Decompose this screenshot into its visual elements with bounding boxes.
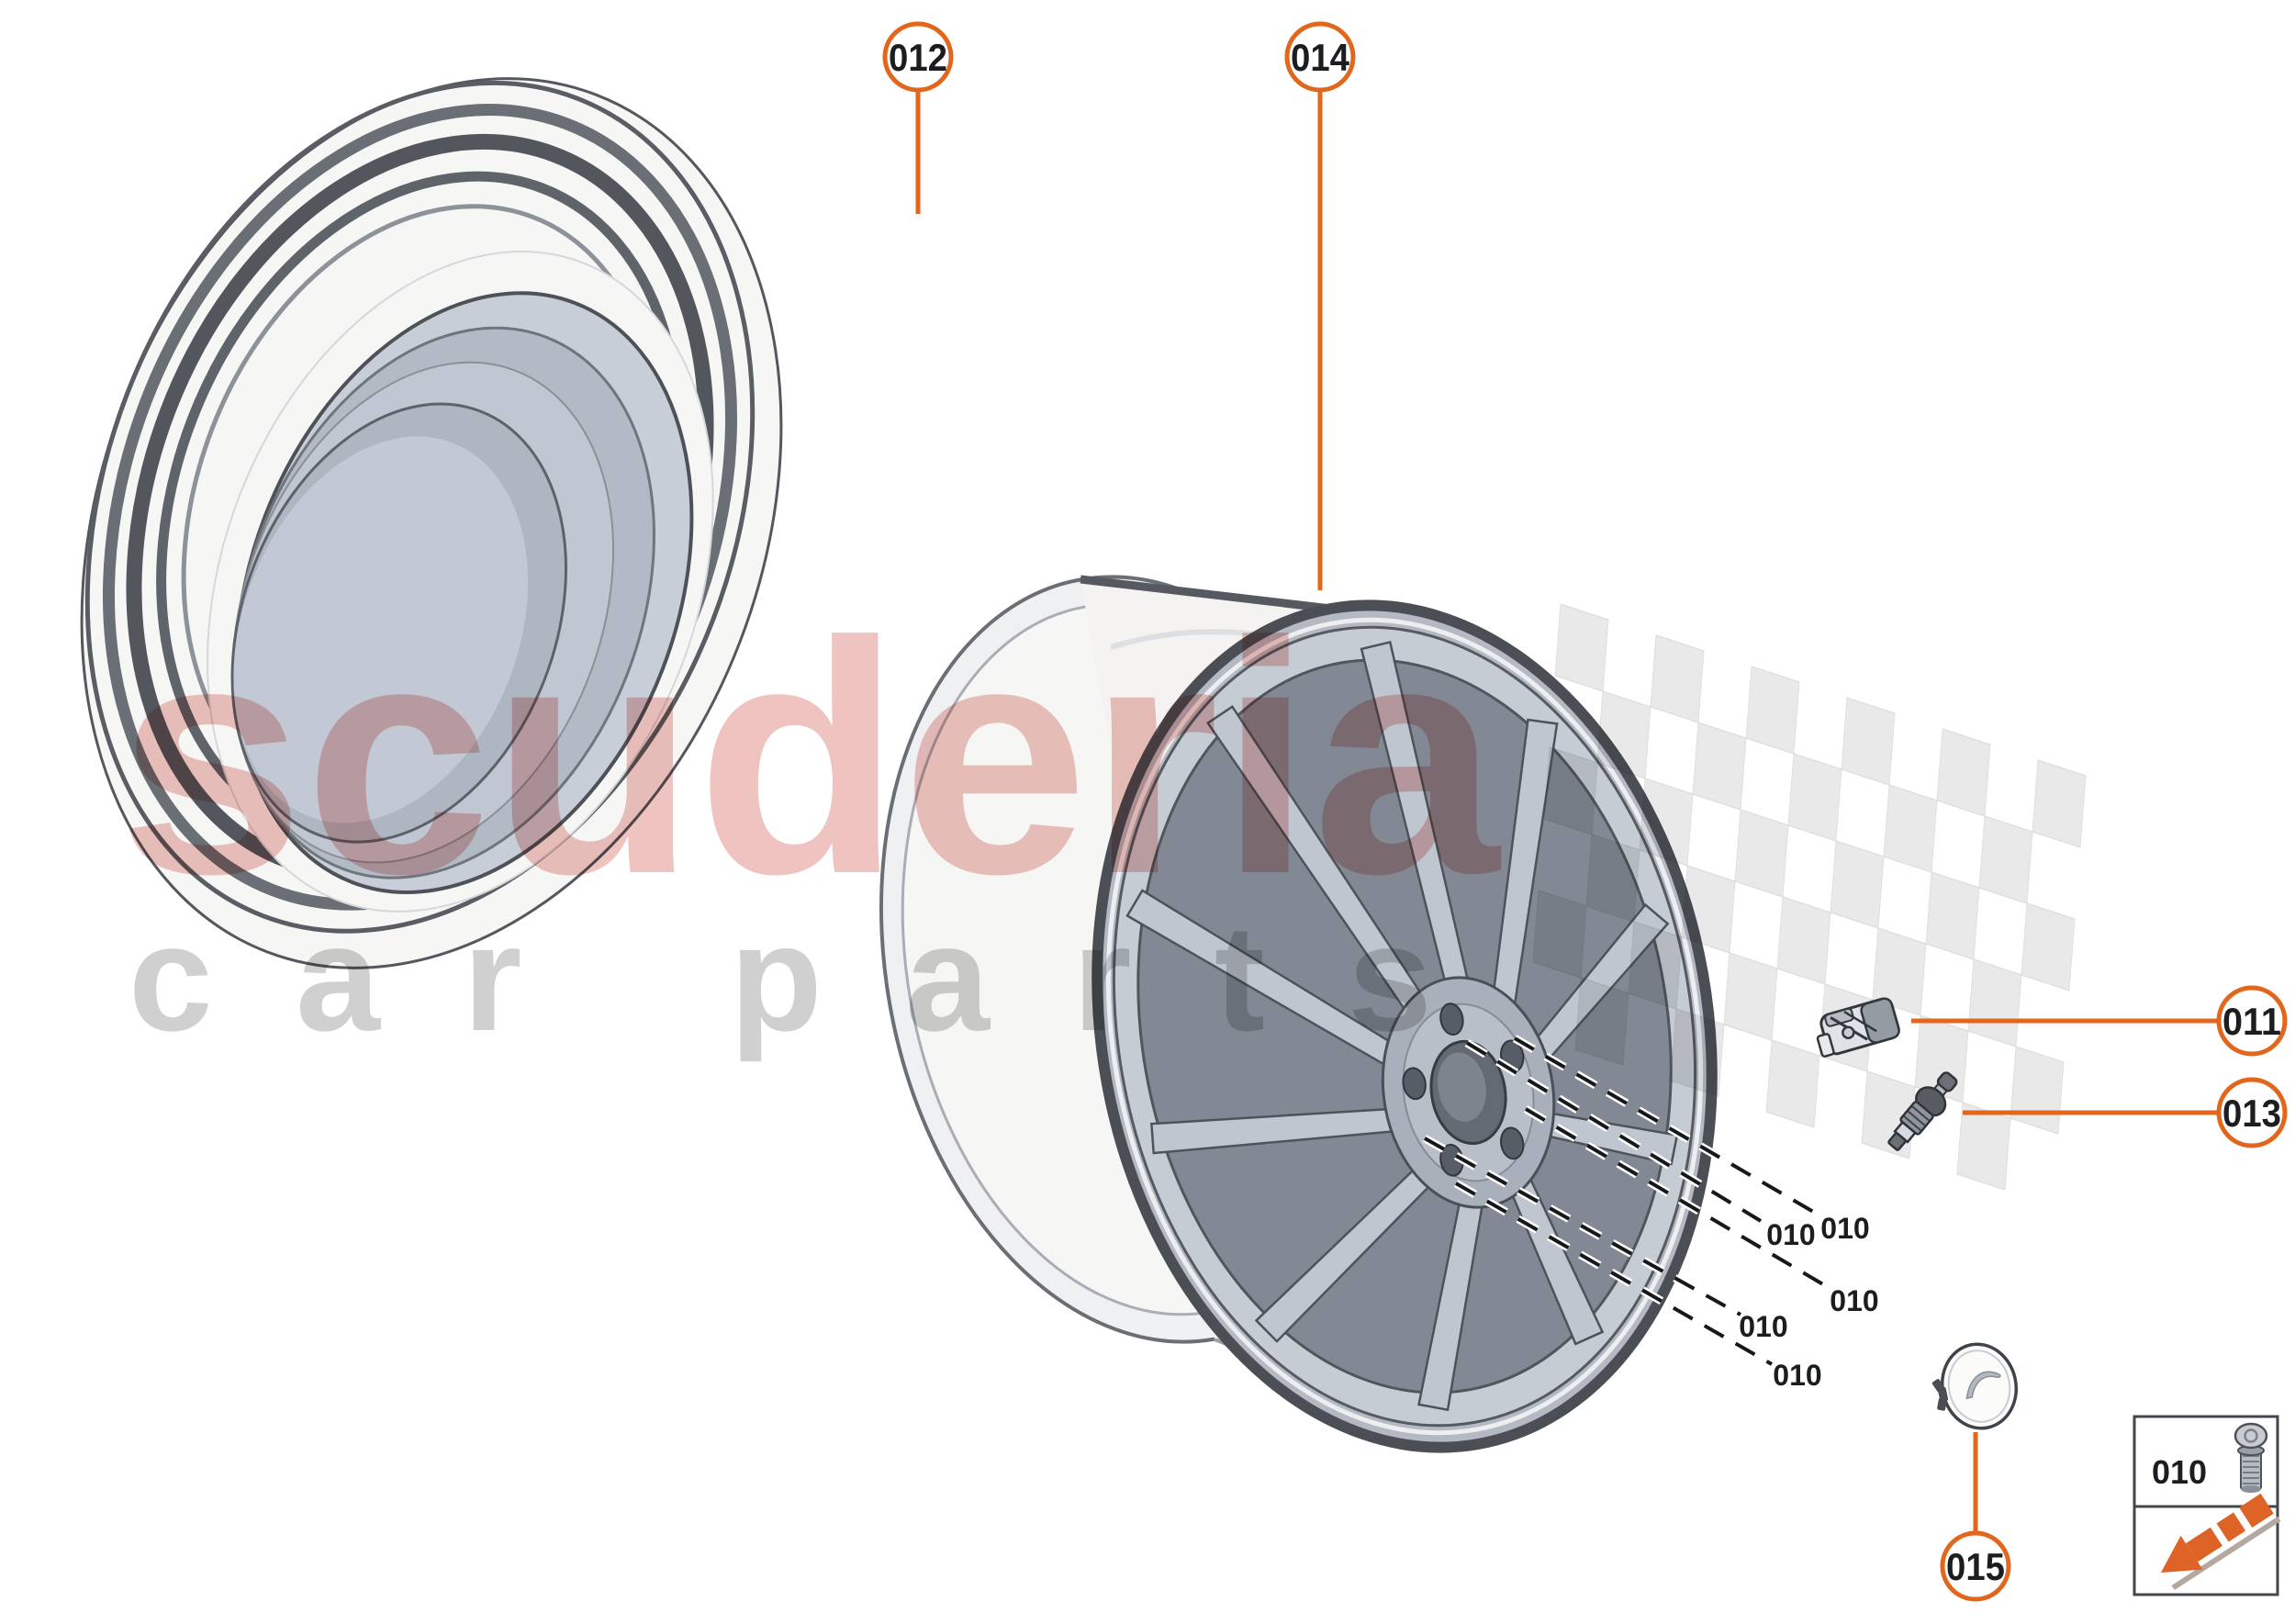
- svg-text:012: 012: [889, 36, 947, 79]
- bolt-leader-lines: [1422, 1035, 1835, 1368]
- bolt-labels: 010 010 010 010 010: [1739, 1212, 1878, 1392]
- svg-text:015: 015: [1946, 1545, 2005, 1588]
- legend-part-label: 010: [2152, 1453, 2207, 1491]
- tpms-sensor-illustration[interactable]: [1812, 997, 1901, 1058]
- bolt-label[interactable]: 010: [1766, 1218, 1815, 1251]
- legend-box: 010: [2133, 1415, 2281, 1596]
- callout-badge-014[interactable]: 014: [1284, 21, 1356, 93]
- wheel-rim-illustration[interactable]: [823, 534, 1776, 1496]
- wheel-bolt-holes: [1402, 1002, 1525, 1177]
- valve-illustration[interactable]: [1881, 1066, 1964, 1156]
- callout-leaders: [915, 90, 2219, 1533]
- callout-badge-011[interactable]: 011: [2216, 985, 2288, 1057]
- bolt-label[interactable]: 010: [1830, 1284, 1878, 1317]
- tyre-illustration[interactable]: [0, 0, 904, 1070]
- watermark-tagline-text: car parts: [129, 893, 1432, 1062]
- wheel-bolt-icon: [2233, 1422, 2268, 1493]
- bolt-label[interactable]: 010: [1739, 1310, 1787, 1343]
- callout-badge-013[interactable]: 013: [2216, 1077, 2288, 1148]
- callout-badge-015[interactable]: 015: [1940, 1530, 2011, 1602]
- callout-badge-012[interactable]: 012: [882, 21, 954, 93]
- svg-text:013: 013: [2222, 1092, 2281, 1135]
- fitment-arrow-icon: [2161, 1493, 2281, 1591]
- mclaren-swoosh-icon: [1965, 1371, 2001, 1400]
- centre-cap-illustration[interactable]: [1925, 1338, 2024, 1438]
- watermark-brand-text: scuderia: [118, 574, 1501, 943]
- svg-text:011: 011: [2222, 1000, 2281, 1043]
- svg-text:014: 014: [1291, 36, 1350, 79]
- bolt-label[interactable]: 010: [1820, 1212, 1869, 1245]
- bolt-label[interactable]: 010: [1773, 1359, 1821, 1392]
